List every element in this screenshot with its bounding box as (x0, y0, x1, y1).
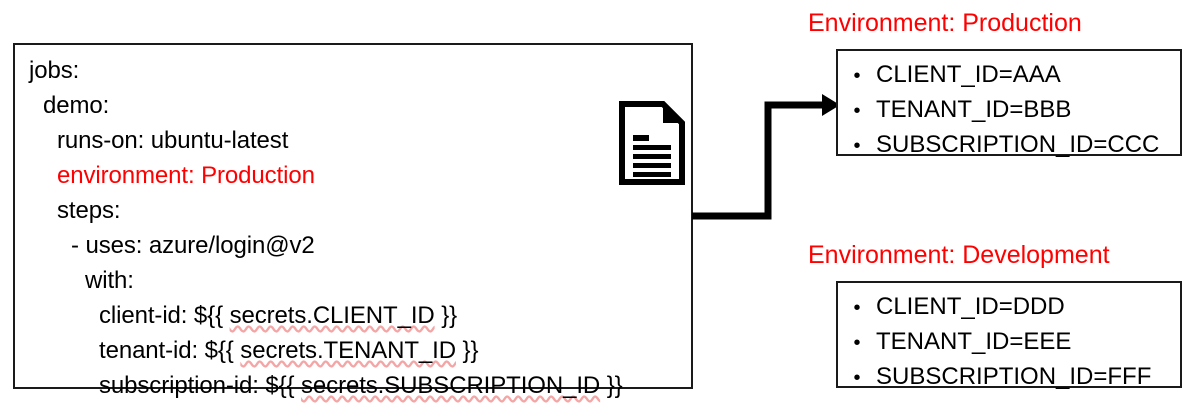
secret-value: CLIENT_ID=DDD (876, 293, 1065, 320)
secret-value: SUBSCRIPTION_ID=FFF (876, 363, 1152, 390)
environment-title-production: Environment: Production (808, 9, 1082, 37)
yaml-token: }} (600, 372, 623, 399)
bullet-icon: • (853, 135, 861, 157)
secret-list-item: • TENANT_ID=BBB (838, 93, 1180, 128)
secrets-box-development: • CLIENT_ID=DDD • TENANT_ID=EEE • SUBSCRIPTIO… (836, 281, 1182, 390)
yaml-code-listing: jobs: demo: runs-on: ubuntu-latest environm… (29, 53, 623, 403)
bullet-icon: • (853, 332, 861, 354)
secret-list-item: • SUBSCRIPTION_ID=FFF (838, 360, 1180, 395)
yaml-token: subscription-id: ${{ (99, 372, 302, 399)
bullet-icon: • (853, 297, 861, 319)
spellcheck-underlined-token: secrets.TENANT_ID (240, 337, 456, 364)
secret-list-item: • TENANT_ID=EEE (838, 325, 1180, 360)
yaml-line: subscription-id: ${{ secrets.SUBSCRIPTIO… (29, 368, 623, 403)
yaml-line: demo: (43, 92, 110, 119)
yaml-line: steps: (57, 197, 121, 224)
spellcheck-underlined-token: secrets.SUBSCRIPTION_ID (301, 372, 601, 399)
yaml-token: }} (455, 337, 479, 364)
secret-list-item: • SUBSCRIPTION_ID=CCC (838, 128, 1180, 163)
secrets-box-production: • CLIENT_ID=AAA • TENANT_ID=BBB • SUBSCRIPTIO… (836, 49, 1182, 158)
secrets-list-development: • CLIENT_ID=DDD • TENANT_ID=EEE • SUBSCRIPTIO… (838, 283, 1180, 402)
spellcheck-underlined-token: secrets.CLIENT_ID (229, 302, 435, 329)
yaml-token: tenant-id: ${{ (99, 337, 241, 364)
yaml-line: jobs: (29, 57, 80, 84)
secret-list-item: • CLIENT_ID=DDD (838, 290, 1180, 325)
yaml-token: }} (434, 302, 458, 329)
elbow-arrow-to-production (692, 94, 840, 220)
secret-value: TENANT_ID=EEE (876, 328, 1072, 355)
secret-value: SUBSCRIPTION_ID=CCC (876, 131, 1160, 158)
yaml-line: with: (85, 267, 134, 294)
environment-title-development: Environment: Development (808, 241, 1110, 269)
secret-value: CLIENT_ID=AAA (876, 61, 1061, 88)
yaml-line: runs-on: ubuntu-latest (57, 127, 289, 154)
secrets-list-production: • CLIENT_ID=AAA • TENANT_ID=BBB • SUBSCRIPTIO… (838, 51, 1180, 170)
secret-value: TENANT_ID=BBB (876, 96, 1072, 123)
yaml-line: client-id: ${{ secrets.CLIENT_ID }} (29, 298, 623, 333)
yaml-token: client-id: ${{ (99, 302, 230, 329)
document-icon (619, 101, 685, 185)
bullet-icon: • (853, 367, 861, 389)
yaml-line: tenant-id: ${{ secrets.TENANT_ID }} (29, 333, 623, 368)
bullet-icon: • (853, 65, 861, 87)
secret-list-item: • CLIENT_ID=AAA (838, 58, 1180, 93)
yaml-line: - uses: azure/login@v2 (71, 232, 315, 259)
bullet-icon: • (853, 100, 861, 122)
yaml-line: environment: Production (57, 162, 315, 189)
workflow-code-box: jobs: demo: runs-on: ubuntu-latest environm… (13, 43, 693, 399)
